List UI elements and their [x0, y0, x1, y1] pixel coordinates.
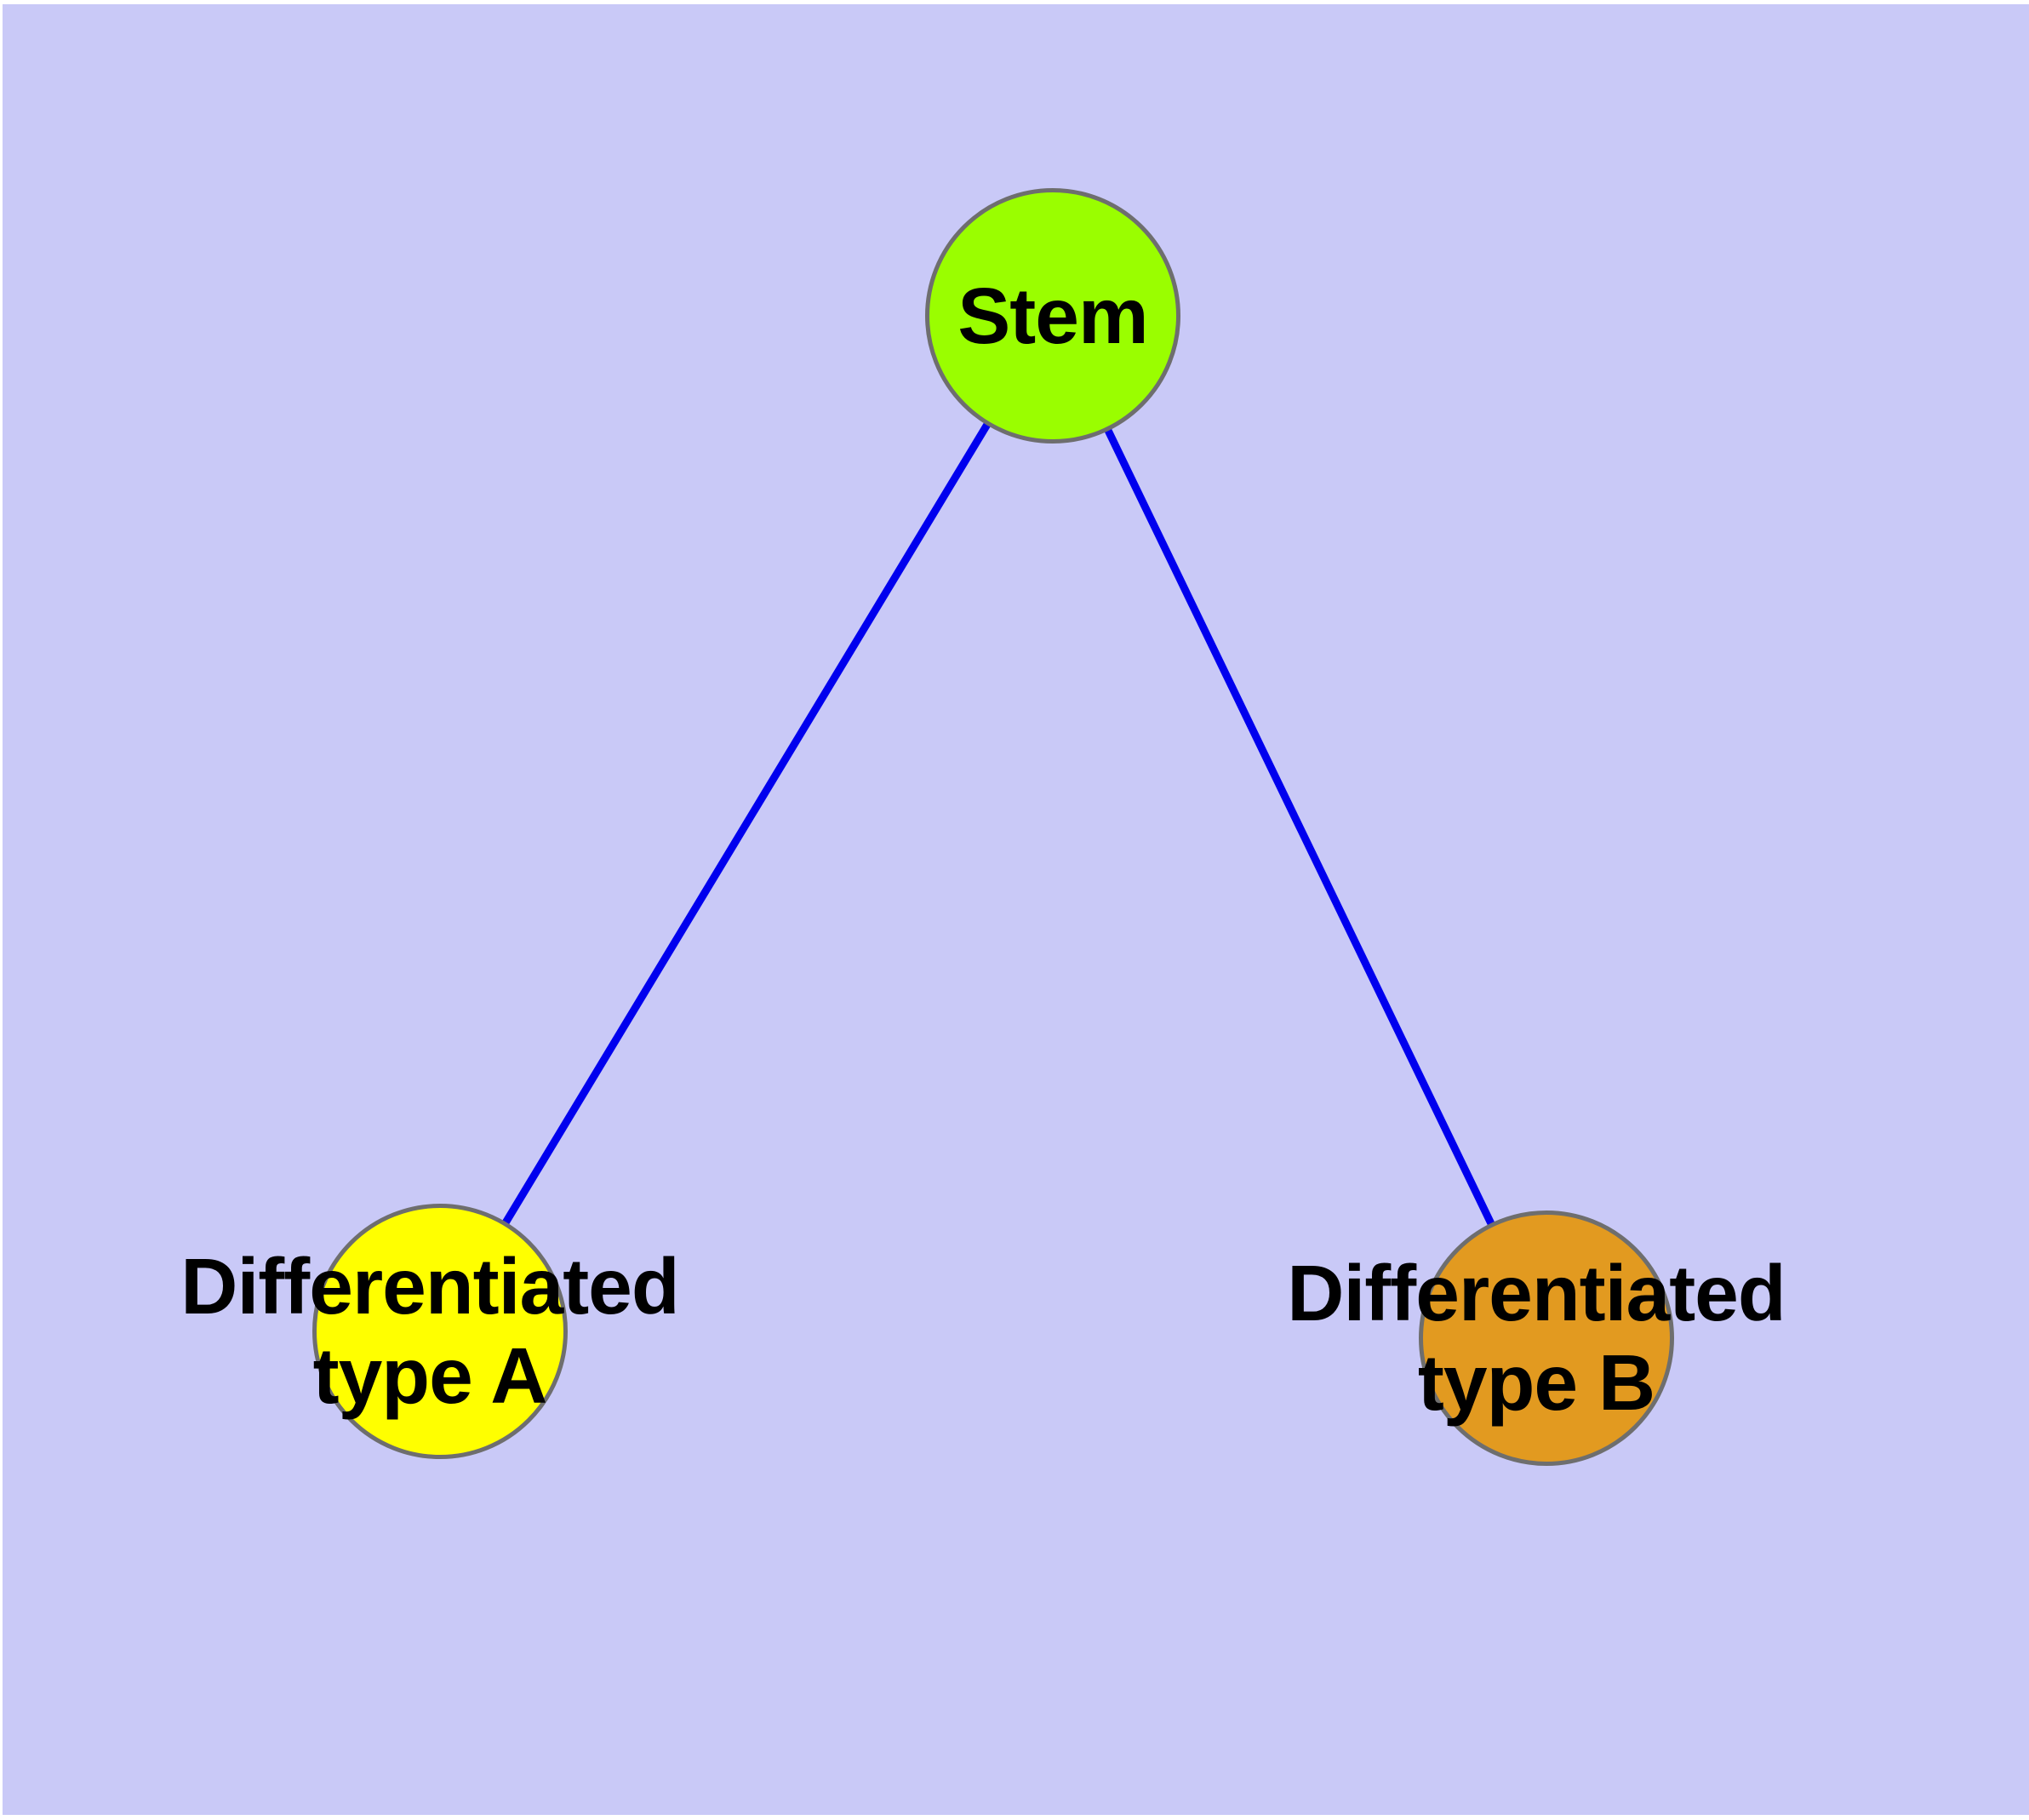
edge-stem-to-type-a: [437, 313, 1056, 1334]
node-differentiated-type-b[interactable]: Differentiated type B: [1287, 1210, 1786, 1466]
edge-stem-to-type-b: [1049, 314, 1551, 1340]
label-line-2: type B: [1417, 1338, 1655, 1427]
node-differentiated-type-b-label: Differentiated type B: [1287, 1249, 1786, 1428]
node-stem-label: Stem: [957, 271, 1148, 360]
node-differentiated-type-a-label: Differentiated type A: [180, 1242, 679, 1421]
node-differentiated-type-a[interactable]: Differentiated type A: [180, 1204, 680, 1459]
label-line-2: type A: [312, 1331, 548, 1420]
node-stem[interactable]: Stem: [925, 188, 1180, 444]
label-line-1: Differentiated: [1287, 1249, 1786, 1337]
label-line-1: Differentiated: [180, 1242, 679, 1331]
